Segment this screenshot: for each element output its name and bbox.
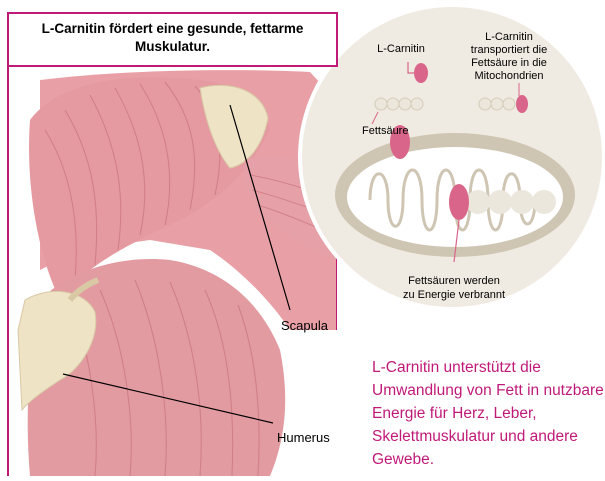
shoulder-anatomy — [18, 70, 336, 476]
label-scapula: Scapula — [281, 318, 329, 333]
label-fettsaeure: Fettsäure — [362, 125, 408, 137]
label-humerus: Humerus — [277, 430, 330, 445]
body-text: L-Carnitin unterstützt die Umwandlung vo… — [372, 356, 604, 471]
label-transport-line2: transportiert die — [471, 44, 547, 56]
label-transport-line4: Mitochondrien — [474, 70, 543, 82]
label-energie-line1: Fettsäuren werden — [408, 275, 500, 287]
mitochondria-circle — [300, 5, 604, 309]
diagram-title: L-Carnitin fördert eine gesunde, fettarm… — [7, 13, 338, 56]
carnitin-molecule-icon — [414, 63, 428, 83]
carnitin-inside — [449, 184, 469, 220]
label-transport-line1: L-Carnitin — [485, 31, 533, 43]
label-transport-line3: Fettsäure in die — [471, 57, 547, 69]
label-energie-line2: zu Energie verbrannt — [403, 289, 505, 301]
label-l-carnitin: L-Carnitin — [377, 43, 425, 55]
